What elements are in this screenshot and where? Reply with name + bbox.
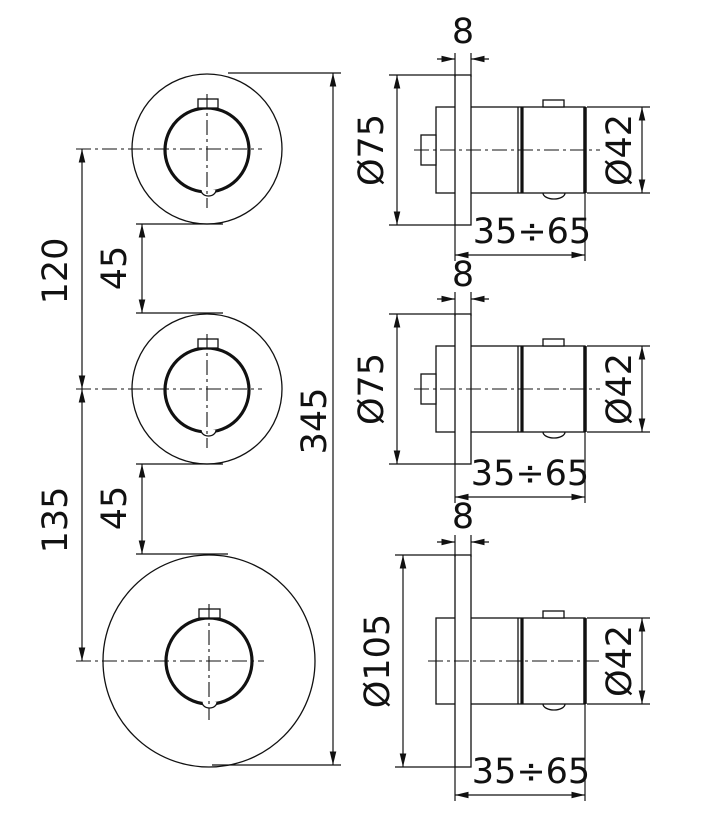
knob-notch <box>200 429 217 437</box>
front-dimensions: 120 135 45 45 345 <box>36 72 341 766</box>
side-view-top: 8 Ø75 Ø42 35÷65 <box>352 12 650 261</box>
dim-label-d42: Ø42 <box>600 625 640 697</box>
knob-notch <box>201 701 218 709</box>
side-top-dimensions: 8 Ø75 Ø42 35÷65 <box>352 12 650 261</box>
knob-tab <box>197 338 219 349</box>
knob-notch-side <box>542 192 566 200</box>
knob-tab-side <box>542 99 565 108</box>
side-middle-dimensions: 8 Ø75 Ø42 35÷65 <box>352 255 650 503</box>
dim-label-45-lower: 45 <box>95 486 135 531</box>
knob-tab-side <box>542 338 565 347</box>
dim-label-d75: Ø75 <box>352 353 392 425</box>
front-view: 120 135 45 45 345 <box>36 72 341 768</box>
side-view-bottom: 8 Ø105 Ø42 35÷65 <box>358 497 650 801</box>
dim-label-depth: 35÷65 <box>473 212 591 252</box>
dim-label-345: 345 <box>295 388 335 455</box>
side-view-middle: 8 Ø75 Ø42 35÷65 <box>352 255 650 503</box>
dim-label-d42: Ø42 <box>600 353 640 425</box>
knob-tab-side <box>542 610 565 619</box>
knob-notch-side <box>542 431 566 439</box>
front-knob-middle <box>76 313 283 465</box>
dim-label-8: 8 <box>452 12 474 52</box>
front-knob-top <box>76 73 283 225</box>
dim-label-depth: 35÷65 <box>472 752 590 792</box>
side-bottom-dimensions: 8 Ø105 Ø42 35÷65 <box>358 497 650 801</box>
dim-label-8: 8 <box>452 255 474 295</box>
dim-label-d75: Ø75 <box>352 114 392 186</box>
dim-label-45-upper: 45 <box>95 246 135 291</box>
dim-label-135: 135 <box>36 487 76 554</box>
knob-notch <box>200 189 217 197</box>
dim-label-8: 8 <box>452 497 474 537</box>
dim-label-d105: Ø105 <box>358 614 398 708</box>
dim-label-d42: Ø42 <box>600 114 640 186</box>
knob-notch-side <box>542 703 566 711</box>
dim-label-depth: 35÷65 <box>471 454 589 494</box>
front-knob-bottom <box>76 554 316 768</box>
knob-tab <box>197 98 219 109</box>
dim-label-120: 120 <box>36 238 76 305</box>
